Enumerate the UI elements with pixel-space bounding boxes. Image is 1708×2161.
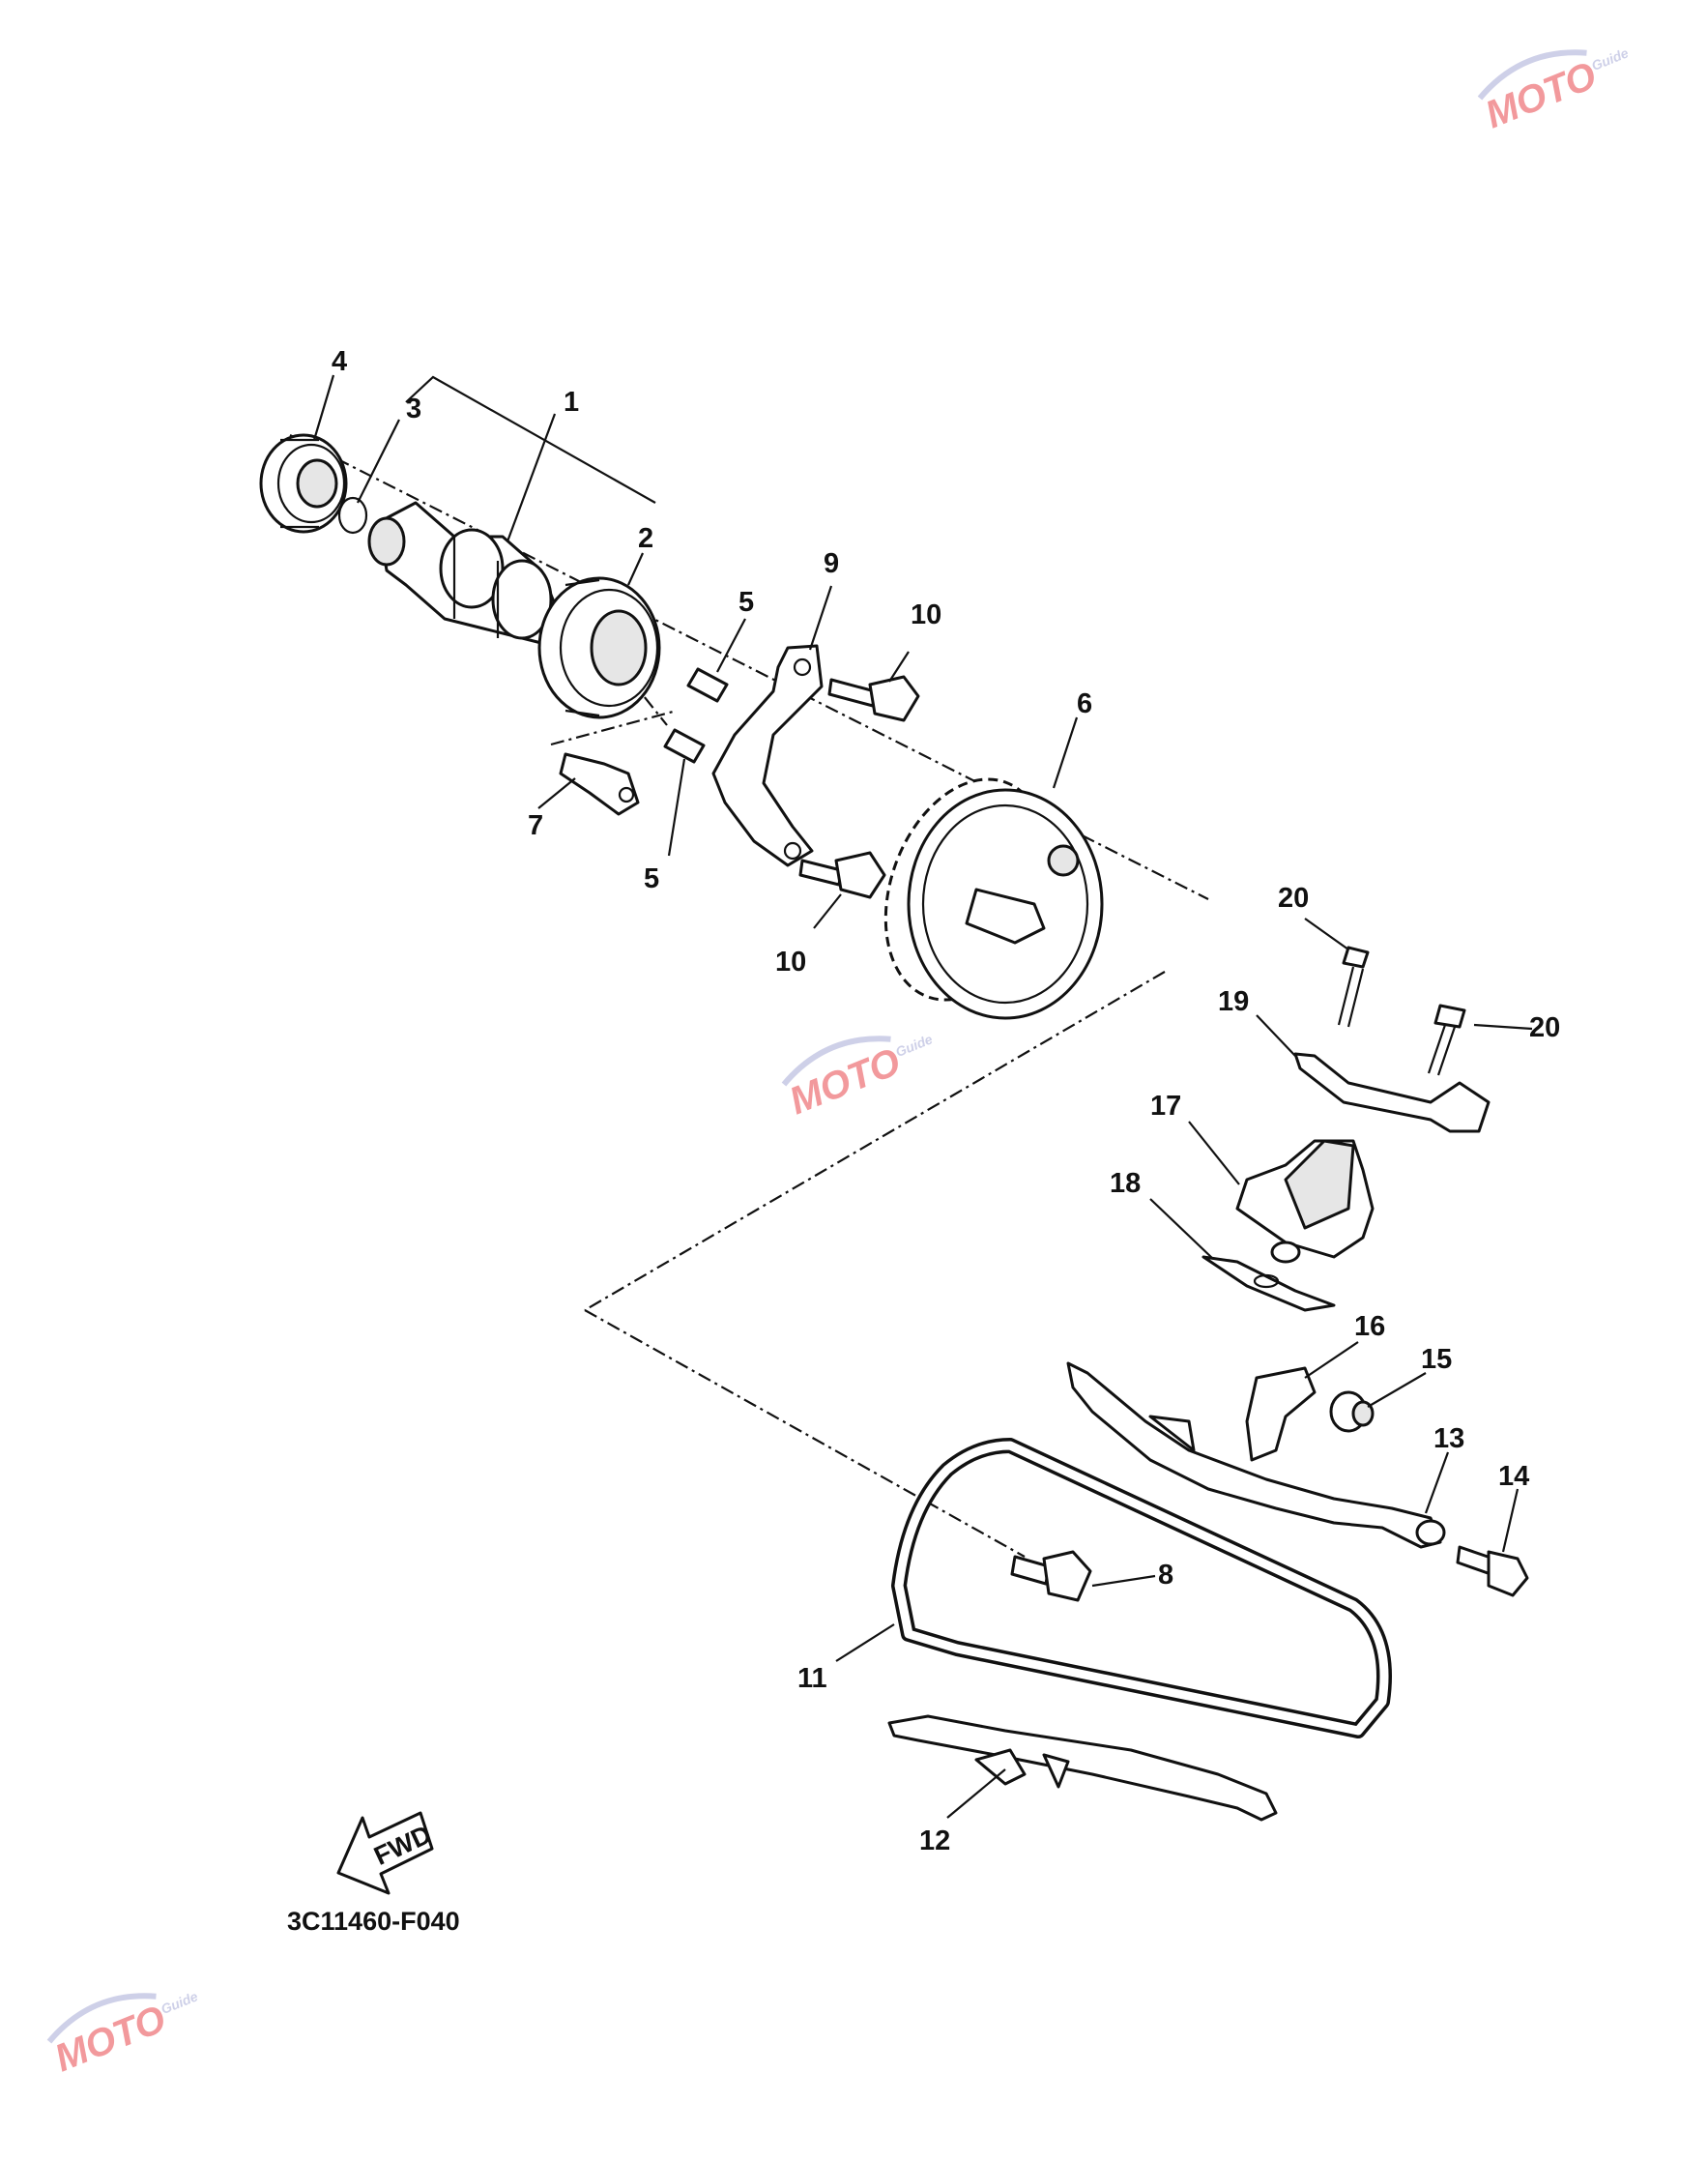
callout-17: 17	[1150, 1091, 1181, 1122]
callout-2: 2	[638, 523, 653, 554]
callout-5-lower: 5	[644, 863, 659, 894]
callout-12: 12	[919, 1825, 950, 1856]
gasket-18	[1201, 1255, 1336, 1312]
callout-20-right: 20	[1529, 1012, 1560, 1043]
dowel-pin-5-lower	[663, 728, 706, 764]
callout-20-upper: 20	[1278, 883, 1309, 914]
tensioner-17	[1235, 1139, 1375, 1264]
callout-5-upper: 5	[738, 587, 754, 618]
camshaft-1	[367, 501, 563, 645]
chain-guide-13	[1066, 1361, 1446, 1549]
bolt-14	[1456, 1545, 1529, 1597]
collar-15	[1329, 1390, 1375, 1433]
chain-guide-12	[887, 1714, 1278, 1822]
svg-text:Guide: Guide	[893, 1031, 935, 1060]
decompressor-pin-7	[559, 752, 640, 816]
leader-lines	[312, 374, 1533, 1819]
callout-3: 3	[406, 394, 421, 424]
diagram-code: 3C11460-F040	[287, 1907, 460, 1936]
dowel-pin-5-upper	[686, 667, 729, 703]
callout-4: 4	[332, 346, 347, 377]
bolt-20-upper	[1337, 946, 1370, 1028]
bolt-8	[1010, 1550, 1092, 1602]
callout-10-upper: 10	[911, 599, 941, 630]
svg-text:MOTO: MOTO	[1480, 54, 1603, 136]
callout-18: 18	[1110, 1168, 1141, 1199]
callout-1: 1	[564, 387, 579, 418]
callouts: 1 2 3 4 5 5 6 7 8 9 10 10 11 12 13 14 15…	[332, 346, 1560, 1856]
callout-10-lower: 10	[775, 947, 806, 978]
callout-8: 8	[1158, 1560, 1173, 1591]
bolt-20-right	[1427, 1004, 1466, 1076]
circlip-3	[337, 496, 368, 535]
assembly-bracket	[405, 375, 656, 504]
watermark-logo-top: MOTO Guide	[1477, 44, 1631, 136]
fwd-arrow: FWD	[336, 1811, 436, 1895]
bracket-16	[1245, 1366, 1317, 1462]
callout-16: 16	[1354, 1311, 1385, 1342]
bearing-2	[537, 576, 661, 719]
callout-11: 11	[797, 1663, 827, 1694]
bolt-10-upper	[827, 675, 920, 722]
watermark-logo-middle: MOTO Guide	[781, 1031, 935, 1123]
cam-chain-11	[891, 1438, 1392, 1738]
callout-6: 6	[1077, 688, 1092, 719]
svg-text:Guide: Guide	[1589, 44, 1631, 73]
plate-9	[711, 644, 824, 867]
bearing-4	[259, 433, 348, 534]
cam-sprocket-6	[883, 777, 1104, 1020]
svg-text:MOTO: MOTO	[784, 1040, 907, 1123]
callout-14: 14	[1498, 1461, 1529, 1492]
watermark-logo-bottom: MOTO Guide	[46, 1988, 200, 2080]
bracket-19	[1293, 1052, 1491, 1133]
svg-text:MOTO: MOTO	[49, 1998, 172, 2080]
bolt-10-lower	[798, 851, 886, 899]
callout-19: 19	[1218, 986, 1249, 1017]
callout-9: 9	[824, 548, 839, 579]
callout-7: 7	[528, 810, 543, 841]
callout-13: 13	[1433, 1423, 1464, 1454]
callout-15: 15	[1421, 1344, 1452, 1375]
svg-text:Guide: Guide	[159, 1988, 200, 2017]
